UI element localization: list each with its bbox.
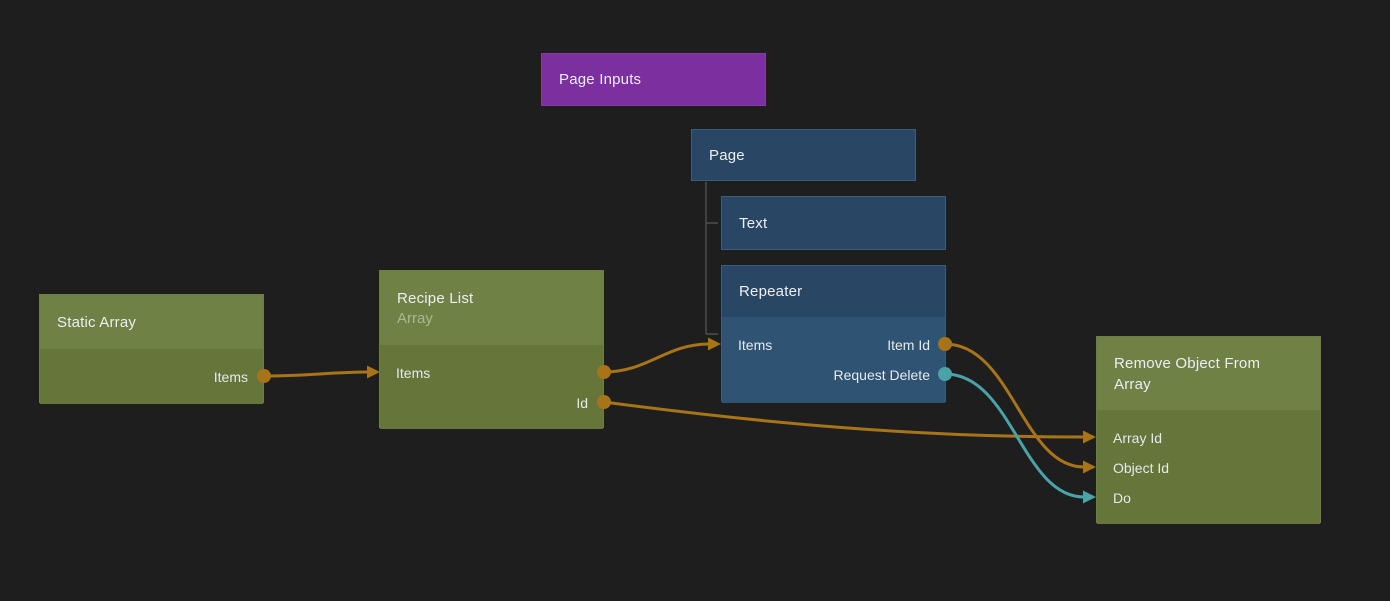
node-ports: Items Item Id Request Delete bbox=[722, 317, 945, 403]
port-row: Items Item Id bbox=[722, 330, 945, 360]
input-port-do[interactable]: Do bbox=[1113, 490, 1131, 506]
connection-recipe-list-id-to-array-id[interactable] bbox=[603, 400, 1085, 439]
arrowhead-icon bbox=[708, 337, 721, 351]
port-row: Items bbox=[40, 362, 263, 392]
node-title: Static Array bbox=[57, 313, 137, 331]
input-port-items[interactable]: Items bbox=[738, 337, 773, 353]
connection-static-array-items-to-recipe-list-items[interactable] bbox=[263, 370, 369, 378]
node-subtitle: Array bbox=[397, 309, 433, 327]
node-page[interactable]: Page bbox=[691, 129, 916, 181]
node-static-array[interactable]: Static Array Items bbox=[39, 294, 264, 404]
node-ports: Items Id bbox=[380, 345, 603, 429]
arrowhead-icon bbox=[1083, 430, 1096, 444]
hierarchy-line-page-children bbox=[705, 182, 718, 335]
node-title: Repeater bbox=[739, 283, 803, 300]
node-recipe-list[interactable]: Recipe List Array Items Id bbox=[379, 270, 604, 429]
connection-request-delete-to-do[interactable] bbox=[944, 372, 1085, 499]
node-title: Page bbox=[709, 146, 745, 164]
output-port-items[interactable]: Items bbox=[213, 369, 248, 385]
node-header: Static Array bbox=[40, 295, 263, 349]
node-header: Page Inputs bbox=[542, 54, 765, 105]
node-ports: Items bbox=[40, 349, 263, 404]
arrowhead-icon bbox=[1083, 460, 1096, 474]
input-port-items[interactable]: Items bbox=[396, 365, 431, 381]
node-header: Text bbox=[722, 197, 945, 249]
node-page-inputs[interactable]: Page Inputs bbox=[541, 53, 766, 106]
port-row: Do bbox=[1097, 483, 1320, 513]
output-port-item-id[interactable]: Item Id bbox=[887, 337, 930, 353]
port-row: Items bbox=[380, 358, 603, 388]
node-text[interactable]: Text bbox=[721, 196, 946, 250]
input-port-array-id[interactable]: Array Id bbox=[1113, 430, 1163, 446]
port-row: Id bbox=[380, 388, 603, 418]
node-header: Page bbox=[692, 130, 915, 180]
node-remove-object-from-array[interactable]: Remove Object From Array Array Id Object… bbox=[1096, 336, 1321, 524]
input-port-object-id[interactable]: Object Id bbox=[1113, 460, 1170, 476]
node-repeater[interactable]: Repeater Items Item Id Request Delete bbox=[721, 265, 946, 403]
node-ports: Array Id Object Id Do bbox=[1097, 410, 1320, 524]
arrowhead-icon bbox=[1083, 490, 1096, 504]
node-title: Page Inputs bbox=[559, 71, 642, 88]
node-header: Remove Object From Array bbox=[1097, 337, 1320, 410]
node-title: Remove Object From Array bbox=[1114, 354, 1261, 393]
node-title: Recipe List bbox=[397, 289, 474, 307]
output-port-request-delete[interactable]: Request Delete bbox=[833, 367, 930, 383]
port-row: Object Id bbox=[1097, 453, 1320, 483]
connection-recipe-list-items-to-repeater-items[interactable] bbox=[603, 342, 710, 374]
connection-item-id-to-object-id[interactable] bbox=[944, 342, 1085, 469]
port-row: Array Id bbox=[1097, 423, 1320, 453]
node-header: Recipe List Array bbox=[380, 271, 603, 345]
output-port-id[interactable]: Id bbox=[576, 395, 588, 411]
node-title: Text bbox=[739, 214, 768, 232]
port-row: Request Delete bbox=[722, 360, 945, 390]
node-header: Repeater bbox=[722, 266, 945, 317]
